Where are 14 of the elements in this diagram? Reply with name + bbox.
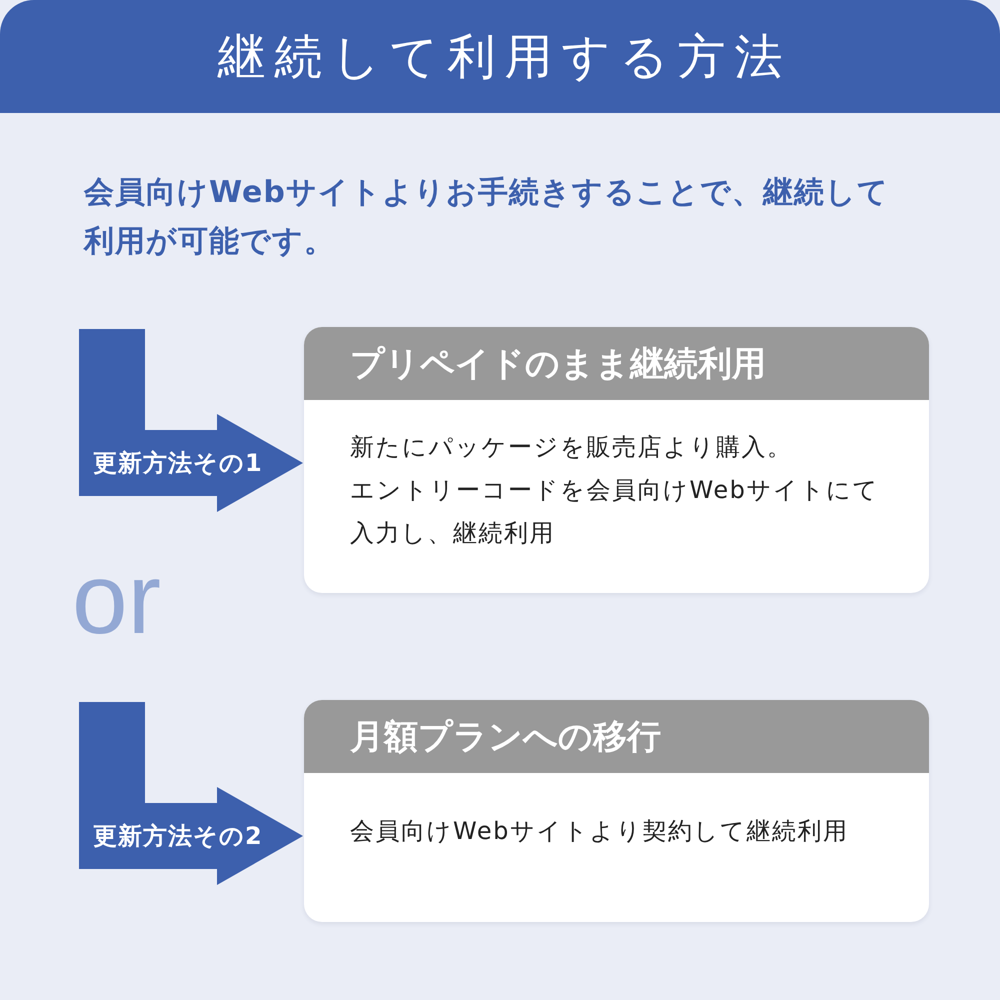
info-card (304, 700, 929, 922)
edge-label: 更新方法その1 (93, 448, 263, 479)
card-text: 会員向けWebサイトより契約して継続利用 (350, 816, 850, 847)
card-text: 新たにパッケージを販売店より購入。 (350, 432, 794, 463)
lead-text: 会員向けWebサイトよりお手続きすることで、継続して利用が可能です。 (84, 174, 890, 261)
info-card (304, 327, 929, 593)
card-text: エントリーコードを会員向けWebサイトにて入力し、継続利用 (350, 475, 880, 549)
arrow (79, 702, 303, 885)
page-title: 継続して利用する方法 (216, 28, 792, 86)
choice-separator-text: or (72, 549, 161, 649)
card-heading: 月額プランへの移行 (350, 716, 661, 758)
edge-label: 更新方法その2 (93, 821, 263, 852)
arrow (79, 329, 303, 512)
card-heading: プリペイドのまま継続利用 (350, 342, 766, 386)
